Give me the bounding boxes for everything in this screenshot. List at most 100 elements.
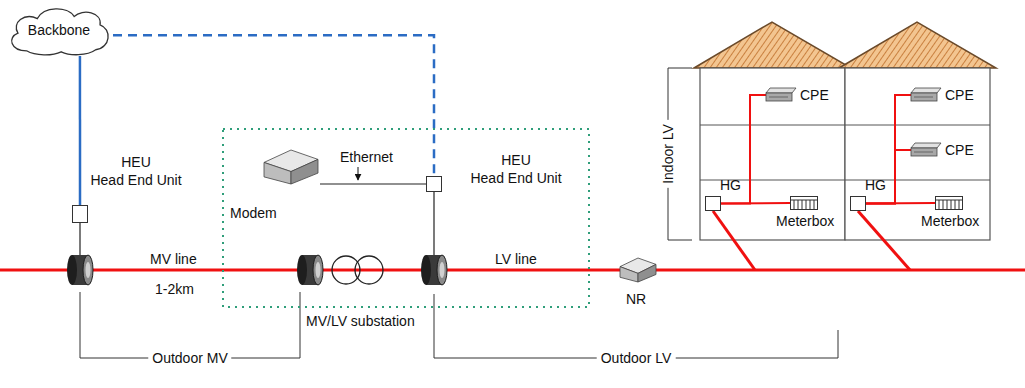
meter-box-shape (794, 200, 795, 210)
transformer-symbol (332, 256, 360, 284)
cpe-device: CPE (766, 88, 796, 102)
line-label: LV line (495, 250, 537, 268)
modem-device-shape (291, 159, 318, 184)
node-label: NR (626, 290, 656, 308)
coupler-symbol (440, 262, 445, 278)
line-label: MV line (150, 250, 197, 268)
house (700, 68, 845, 240)
leader-arrow (358, 167, 359, 180)
cpe-device-shape (911, 148, 937, 156)
node-text: NR (626, 290, 656, 308)
power-line (0, 211, 1025, 270)
house (694, 22, 851, 68)
node-label: Backbone (5, 4, 113, 56)
cpe-device-shape (769, 97, 788, 98)
transformer-symbol (332, 256, 383, 284)
meter-box-shape (802, 200, 803, 210)
meter-box-shape (943, 200, 944, 210)
network-repeater-shape (618, 256, 658, 284)
node-text: CPE (945, 141, 989, 159)
node-text: CPE (800, 86, 844, 104)
node-text: HG (720, 176, 750, 194)
bracket (80, 68, 838, 358)
coupler-symbol (67, 255, 77, 285)
meter-box-shape (955, 200, 956, 210)
zone-label: Outdoor LV (597, 349, 676, 367)
node-label: CPE (800, 86, 844, 104)
node-label: Meterbox (776, 212, 846, 230)
node-label: HG (720, 176, 750, 194)
connector-line (866, 202, 935, 205)
network-repeater-shape (620, 267, 638, 282)
modem-device-shape (264, 162, 291, 184)
meter-box-shape (936, 200, 963, 201)
node-text: HEU (81, 153, 191, 171)
home-gateway: HG (705, 196, 721, 211)
network-cloud-shape (12, 9, 108, 55)
power-line (858, 211, 910, 270)
node-label: Modem (230, 204, 290, 222)
coupler-symbol (86, 262, 91, 278)
house (700, 180, 990, 181)
meter-box-shape (806, 200, 807, 210)
cpe-device: CPE (911, 88, 941, 102)
cpe-device: CPE (911, 143, 941, 157)
node-text: CPE (945, 86, 989, 104)
distance-label: 1-2km (155, 280, 194, 298)
transformer-symbol (355, 256, 383, 284)
cpe-device-shape (911, 88, 941, 93)
coupler-symbol (297, 255, 307, 285)
house (694, 22, 996, 240)
node-text: Head End Unit (461, 169, 571, 187)
coupler-symbol (437, 255, 447, 285)
connector-line (866, 95, 911, 204)
network-repeater: NR (618, 256, 658, 284)
power-line (0, 269, 1025, 272)
coupler-wire (80, 192, 434, 255)
power-line (713, 211, 755, 270)
node-text: HG (865, 176, 895, 194)
coupler-symbol (83, 255, 93, 285)
substation-region-shape (223, 129, 589, 307)
head-end-unit: HEUHead End Unit (426, 176, 442, 192)
meter-box-shape (951, 200, 952, 210)
node-label: HG (865, 176, 895, 194)
house (839, 22, 996, 68)
connector-line (866, 150, 911, 204)
node-text: Backbone (28, 21, 90, 39)
substation-region-shape (222, 128, 590, 308)
head-end-unit: HEUHead End Unit (72, 205, 88, 223)
coupler-wire (79, 223, 80, 255)
meter-box-shape (791, 197, 818, 210)
coupler-symbol (421, 255, 431, 285)
meter-box-shape (798, 200, 799, 210)
zone-label: Indoor LV (659, 120, 677, 188)
edge-label: Ethernet (340, 148, 393, 166)
coupler-symbol (67, 255, 447, 285)
substation-region: MV/LV substationModemHEUHead End Unit (222, 128, 590, 308)
node-text: Meterbox (776, 212, 846, 230)
cpe-device-shape (766, 93, 792, 101)
network-repeater-shape (638, 264, 656, 282)
leader-arrow (358, 167, 359, 180)
meter-box-shape (939, 200, 940, 210)
network-cloud: Backbone (5, 4, 113, 56)
cpe-device-shape (911, 93, 937, 101)
cpe-device-shape (766, 88, 796, 102)
node-text: MV/LV substation (306, 312, 456, 330)
node-label: CPE (945, 86, 989, 104)
meter-box-shape (936, 197, 963, 210)
cpe-device-shape (911, 88, 941, 102)
cpe-device-shape (911, 143, 941, 148)
node-label: CPE (945, 141, 989, 159)
cpe-device-shape (914, 97, 933, 98)
house (845, 68, 990, 240)
node-text: Head End Unit (81, 171, 191, 189)
meter-box-shape (810, 200, 811, 210)
meter-box-shape (790, 196, 818, 210)
home-gateway: HG (850, 196, 866, 211)
coupler-symbol (316, 262, 321, 278)
